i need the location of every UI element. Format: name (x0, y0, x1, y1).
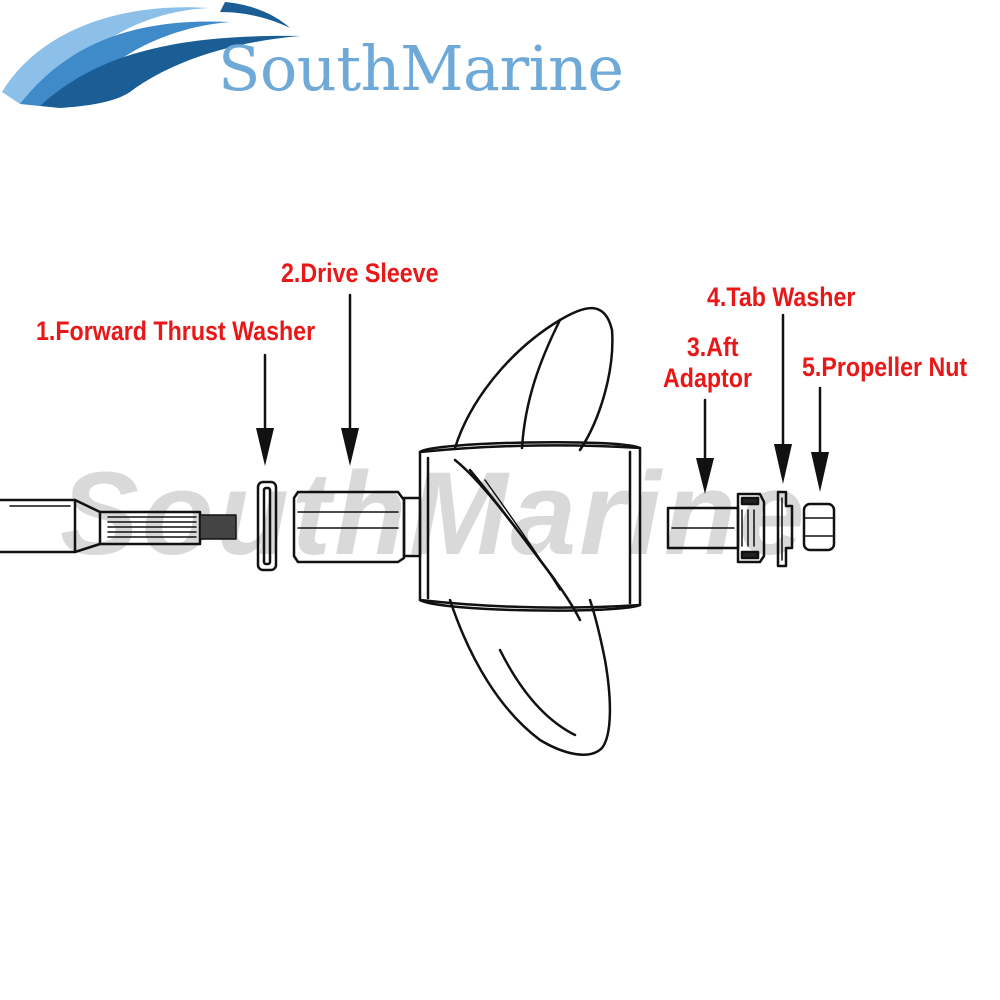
label-forward-thrust-washer: 1.Forward Thrust Washer (36, 316, 316, 346)
label-aft-adaptor: 3.Aft Adaptor (663, 332, 752, 394)
forward-thrust-washer (256, 480, 278, 572)
arrow-propeller-nut (811, 386, 829, 492)
watermark: SouthMarine (60, 448, 808, 580)
label-drive-sleeve: 2.Drive Sleeve (281, 258, 439, 288)
southmarine-wave-logo-icon (2, 2, 300, 108)
label-aft-adaptor-line1: 3.Aft (686, 332, 739, 362)
propeller-shaft (0, 498, 237, 554)
propeller-nut (802, 502, 836, 552)
arrow-drive-sleeve (341, 293, 359, 466)
arrow-forward-thrust-washer (256, 353, 274, 466)
label-aft-adaptor-line2: Adaptor (663, 363, 753, 393)
arrow-tab-washer (774, 313, 792, 484)
drive-sleeve (292, 490, 422, 564)
aft-adaptor (666, 492, 766, 564)
label-tab-washer: 4.Tab Washer (707, 282, 856, 312)
propeller (418, 306, 642, 756)
tab-washer (776, 490, 794, 568)
arrow-aft-adaptor (696, 398, 714, 494)
brand-logo-text: SouthMarine (218, 32, 624, 105)
label-propeller-nut: 5.Propeller Nut (802, 352, 968, 382)
